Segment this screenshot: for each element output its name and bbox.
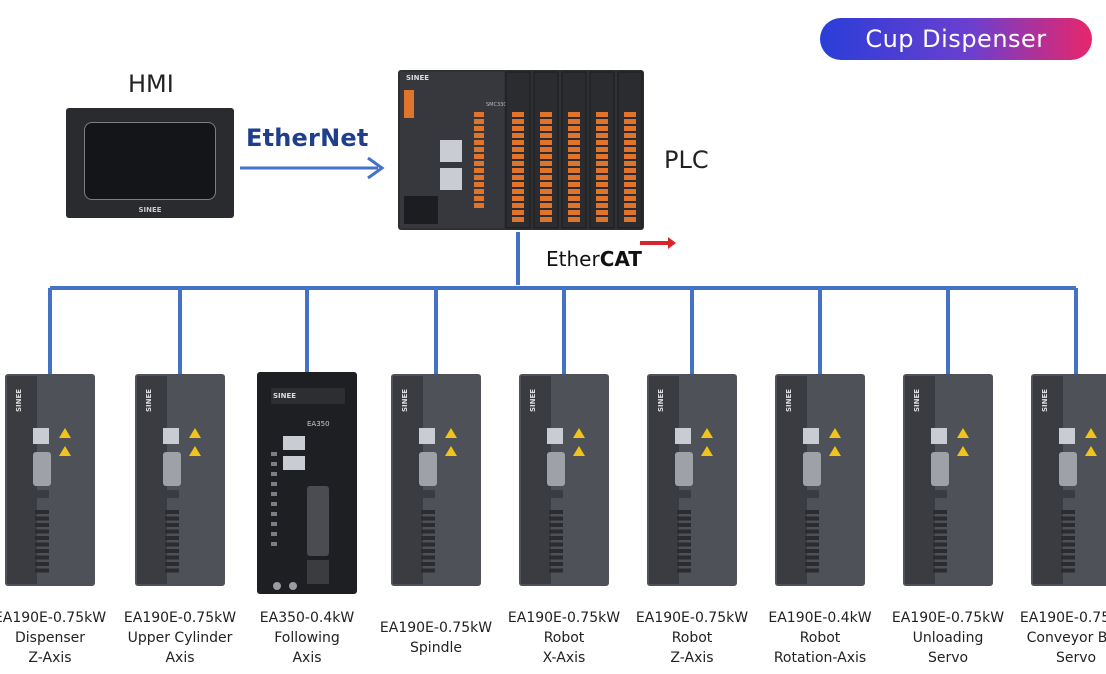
ethercat-suffix: CAT bbox=[599, 247, 642, 271]
drive-model: EA190E-0.75kW bbox=[0, 610, 107, 626]
drive-caption: EA190E-0.75kW Spindle bbox=[376, 618, 496, 658]
drive-model: EA190E-0.75kW bbox=[635, 610, 749, 626]
servo-drive: SINEE bbox=[647, 374, 737, 586]
drive-role: Robot bbox=[799, 630, 841, 646]
servo-drive: SINEE bbox=[1031, 374, 1106, 586]
hmi-brand: SINEE bbox=[138, 206, 162, 214]
servo-drive: SINEE bbox=[135, 374, 225, 586]
drive-role: Rotation-Axis bbox=[773, 650, 867, 666]
hmi-screen bbox=[84, 122, 216, 200]
drive-role: Axis bbox=[292, 650, 322, 666]
ethercat-prefix: Ether bbox=[546, 247, 600, 271]
drive-brand: SINEE bbox=[657, 389, 665, 412]
drive-role: Z-Axis bbox=[670, 650, 714, 666]
cup-dispenser-badge: Cup Dispenser bbox=[820, 18, 1092, 60]
drive-role: Spindle bbox=[410, 640, 462, 656]
ethernet-link bbox=[240, 156, 385, 180]
drive-role: Axis bbox=[165, 650, 195, 666]
drive-role: Unloading bbox=[912, 630, 984, 646]
drive-role: Robot bbox=[671, 630, 713, 646]
drive-caption: EA190E-0.75kW Conveyor BeltServo bbox=[1016, 608, 1106, 668]
hmi-device: SINEE bbox=[66, 108, 234, 218]
plc-io-module bbox=[589, 71, 615, 229]
plc-io-module bbox=[617, 71, 643, 229]
plc-model: SMC330 bbox=[486, 102, 507, 108]
drive-role: Z-Axis bbox=[28, 650, 72, 666]
bus-drops bbox=[48, 288, 1078, 376]
plc-brand: SINEE bbox=[406, 74, 429, 82]
drive-role: Servo bbox=[1055, 650, 1097, 666]
ethercat-bus bbox=[50, 232, 1076, 290]
drive-type-label: EA350 bbox=[307, 420, 330, 428]
drive-model: EA190E-0.75kW bbox=[891, 610, 1005, 626]
drive-brand: SINEE bbox=[529, 389, 537, 412]
drive-role: Following bbox=[274, 630, 340, 646]
drive-brand: SINEE bbox=[15, 389, 23, 412]
hmi-label: HMI bbox=[128, 70, 174, 98]
drive-role: Dispenser bbox=[15, 630, 85, 646]
plc-io-module bbox=[561, 71, 587, 229]
servo-drive: SINEE bbox=[903, 374, 993, 586]
drive-model: EA190E-0.75kW bbox=[379, 620, 493, 636]
plc-io-modules bbox=[474, 71, 643, 229]
ethercat-arrow-icon bbox=[640, 237, 676, 249]
drive-brand: SINEE bbox=[401, 389, 409, 412]
drive-role: Robot bbox=[543, 630, 585, 646]
drive-model: EA190E-0.4kW bbox=[768, 610, 872, 626]
drive-model: EA190E-0.75kW bbox=[507, 610, 621, 626]
drive-role: Upper Cylinder bbox=[127, 630, 233, 646]
drive-model: EA190E-0.75kW bbox=[1019, 610, 1106, 626]
drive-model: EA350-0.4kW bbox=[259, 610, 355, 626]
plc-label: PLC bbox=[664, 146, 709, 174]
servo-drive: SINEE EA350 bbox=[257, 372, 357, 594]
servo-drive: SINEE bbox=[391, 374, 481, 586]
servo-drive: SINEE bbox=[775, 374, 865, 586]
drive-role: Servo bbox=[927, 650, 969, 666]
servo-drive: SINEE bbox=[519, 374, 609, 586]
drive-model: EA190E-0.75kW bbox=[123, 610, 237, 626]
drive-role: Conveyor Belt bbox=[1026, 630, 1106, 646]
drive-brand: SINEE bbox=[913, 389, 921, 412]
drive-brand: SINEE bbox=[785, 389, 793, 412]
plc-io-module bbox=[505, 71, 531, 229]
plc-device: SINEE SMC330 bbox=[398, 70, 644, 230]
drive-brand: SINEE bbox=[1041, 389, 1049, 412]
ethernet-logo: EtherNet bbox=[246, 124, 369, 152]
servo-drive: SINEE bbox=[5, 374, 95, 586]
plc-io-module bbox=[533, 71, 559, 229]
drive-brand: SINEE bbox=[145, 389, 153, 412]
drive-role: X-Axis bbox=[542, 650, 586, 666]
drive-brand: SINEE bbox=[273, 392, 296, 400]
ethercat-logo: EtherCAT bbox=[546, 247, 642, 271]
